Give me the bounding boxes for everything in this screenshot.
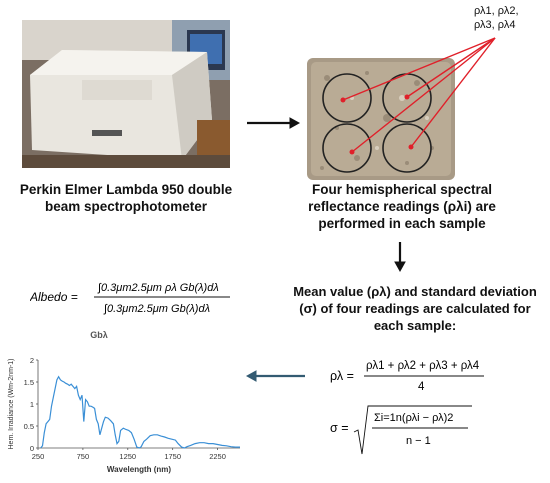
- caption-spectrophotometer: Perkin Elmer Lambda 950 double beam spec…: [19, 182, 233, 214]
- arrow-left: [245, 370, 305, 382]
- x-tick-label: 2250: [209, 452, 226, 461]
- std-numerator: Σi=1n(ρλi − ρλ)2: [374, 412, 453, 424]
- x-tick-label: 1250: [119, 452, 136, 461]
- reading-circle-4: [382, 123, 432, 173]
- rho-labels: ρλ1, ρλ2, ρλ3, ρλ4: [474, 4, 550, 32]
- arrow-right: [247, 117, 301, 129]
- y-tick-label: 0: [30, 444, 34, 453]
- std-lhs: σ =: [330, 421, 349, 435]
- x-axis-label: Wavelength (nm): [107, 465, 171, 474]
- mean-formula: ρλ = ρλ1 + ρλ2 + ρλ3 + ρλ4 4: [330, 354, 550, 398]
- arrow-down: [394, 242, 406, 273]
- y-tick-label: 0.5: [24, 422, 34, 431]
- x-tick-label: 1750: [164, 452, 181, 461]
- rho-labels-line2: ρλ3, ρλ4: [474, 19, 516, 31]
- albedo-lhs: Albedo =: [30, 290, 78, 304]
- chart-title: Gbλ: [90, 330, 108, 340]
- std-formula: σ = Σi=1n(ρλi − ρλ)2 n − 1: [330, 402, 550, 460]
- x-tick-label: 250: [32, 452, 45, 461]
- y-tick-label: 2: [30, 356, 34, 365]
- caption-readings: Four hemispherical spectral reflectance …: [308, 182, 496, 231]
- mean-numerator: ρλ1 + ρλ2 + ρλ3 + ρλ4: [366, 360, 480, 372]
- y-tick-label: 1.5: [24, 378, 34, 387]
- rho-labels-line1: ρλ1, ρλ2,: [474, 5, 519, 17]
- reading-circle-1: [322, 73, 372, 123]
- albedo-denominator: ∫0.3μm2.5μm Gb(λ)dλ: [103, 303, 210, 315]
- spectrophotometer-photo: [22, 20, 230, 168]
- x-tick-label: 750: [77, 452, 90, 461]
- albedo-formula: Albedo = ∫0.3μm2.5μm ρλ Gb(λ)dλ ∫0.3μm2.…: [29, 274, 240, 320]
- y-tick-label: 1: [30, 400, 34, 409]
- std-denominator: n − 1: [406, 435, 431, 447]
- caption-mean: Mean value (ρλ) and standard deviation (…: [293, 284, 537, 333]
- irradiance-series-line: [40, 375, 240, 449]
- y-axis-label: Hem. Irradiance (Wm-2nm-1): [8, 358, 15, 449]
- mean-lhs: ρλ =: [330, 369, 354, 383]
- reading-circle-3: [322, 123, 372, 173]
- albedo-numerator: ∫0.3μm2.5μm ρλ Gb(λ)dλ: [97, 282, 219, 294]
- mean-denominator: 4: [418, 381, 425, 393]
